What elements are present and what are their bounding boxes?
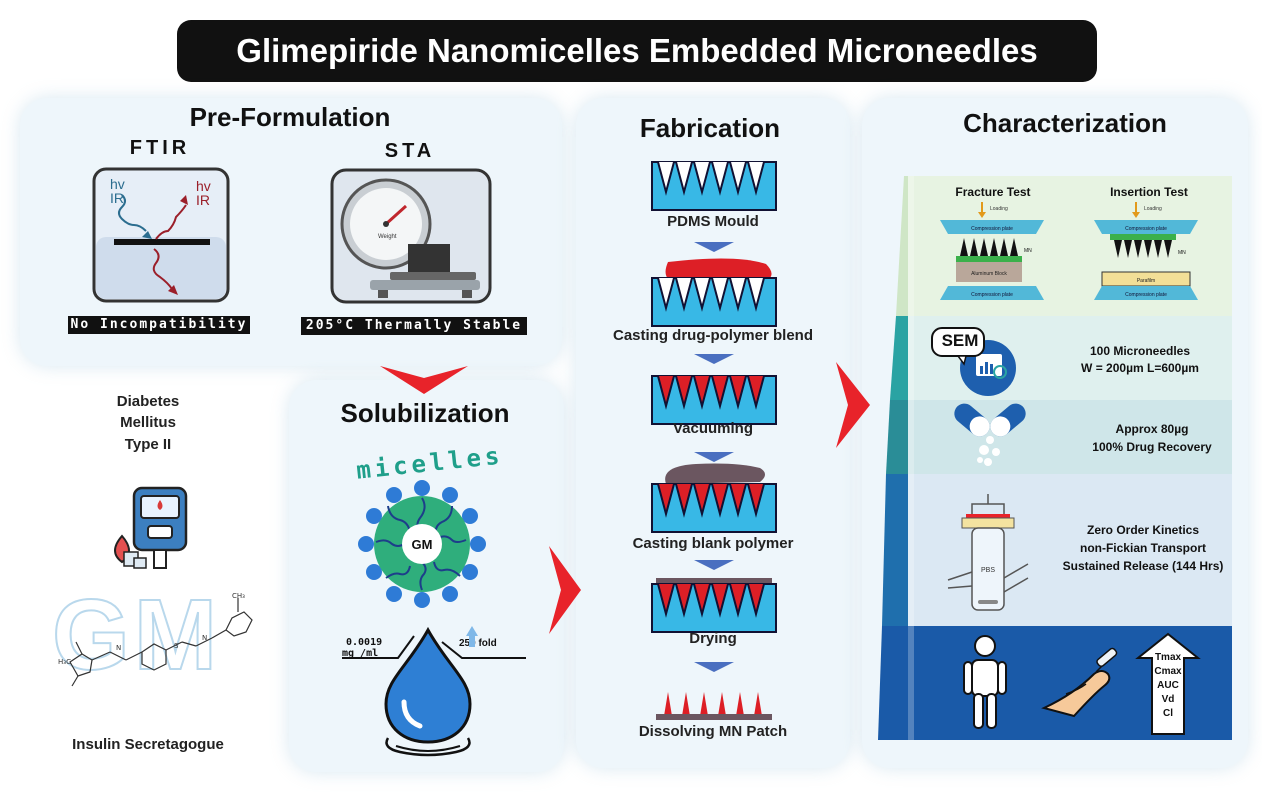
svg-text:CH₃: CH₃ — [232, 592, 245, 600]
svg-text:N: N — [116, 644, 121, 652]
micelle-core-label: GM — [412, 537, 433, 552]
ftir-hv-left: hv — [110, 176, 125, 192]
disease-line-2: Mellitus — [120, 414, 176, 431]
page-title: Glimepiride Nanomicelles Embedded Micron… — [177, 20, 1097, 82]
red-arrow-right-2 — [836, 362, 870, 448]
sta-result-badge: 205°C Thermally Stable — [301, 317, 527, 335]
ftir-label: FTIR — [129, 137, 191, 159]
arm-icon — [1041, 647, 1118, 718]
fab-step-1: PDMS Mould — [667, 213, 759, 230]
fracture-test-title: Fracture Test — [955, 185, 1031, 199]
franz-cell-icon: PBS — [947, 494, 1029, 611]
glucometer-icon — [114, 486, 188, 569]
preformulation-heading: Pre-Formulation — [189, 102, 391, 132]
sta-label: STA — [384, 140, 436, 162]
svg-text:H₃C: H₃C — [58, 658, 71, 666]
drug-line-2: 100% Drug Recovery — [1092, 440, 1212, 454]
fracture-bottom-plate: Compression plate — [971, 292, 1013, 298]
fracture-top-plate: Compression plate — [971, 226, 1013, 232]
sem-label: SEM — [941, 331, 979, 350]
red-arrow-down — [380, 366, 468, 394]
disease-line-3: Type II — [124, 436, 172, 453]
fracture-block-label: Aluminum Block — [971, 271, 1007, 277]
droplet-icon — [342, 626, 526, 757]
insertion-bottom-plate: Compression plate — [1125, 292, 1167, 298]
sem-icon — [931, 327, 1016, 396]
insertion-test-title: Insertion Test — [1110, 185, 1188, 199]
fab-step-4: Casting blank polymer — [632, 535, 794, 552]
fab-step-5: Drying — [689, 630, 737, 647]
capsule-icon — [954, 403, 1026, 466]
insertion-test-diagram: Loading Compression plate MN Parafilm Co… — [1094, 202, 1198, 300]
insertion-loading-label: Loading — [1144, 206, 1162, 212]
fracture-test-diagram: Loading Compression plate MN Aluminum Bl… — [940, 202, 1044, 300]
release-line-2: non-Fickian Transport — [1079, 541, 1206, 555]
release-line-3: Sustained Release (144 Hrs) — [1062, 559, 1224, 573]
ftir-ir-right: IR — [196, 192, 210, 208]
red-arrow-right-1 — [549, 546, 581, 634]
ftir-result-badge: No Incompatibility — [68, 316, 250, 334]
scale-icon: Weight — [330, 168, 492, 304]
insertion-top-plate: Compression plate — [1125, 226, 1167, 232]
fab-step-6: Dissolving MN Patch — [638, 723, 788, 740]
insertion-block-label: Parafilm — [1137, 278, 1155, 284]
ftir-hv-right: hv — [196, 178, 211, 194]
micelle-icon: GM — [358, 480, 486, 608]
gm-logo: GM — [51, 579, 222, 691]
solubility-value-2: mg /ml — [342, 648, 379, 659]
sem-line-2: W = 200µm L=600µm — [1081, 361, 1199, 375]
insertion-mn-label: MN — [1178, 250, 1186, 256]
fabrication-heading: Fabrication — [639, 113, 781, 143]
pk-param-5: Cl — [1163, 708, 1173, 719]
svg-text:S: S — [174, 642, 179, 650]
fabrication-diagram — [651, 161, 777, 720]
fold-increase-label: 250 fold — [459, 638, 497, 649]
ftir-ir-left: IR — [110, 190, 124, 206]
sem-line-1: 100 Microneedles — [1089, 344, 1191, 358]
molecule-icon: H₃C N S N CH₃ — [58, 592, 253, 687]
release-line-1: Zero Order Kinetics — [1086, 523, 1200, 537]
scale-gauge-text: Weight — [378, 234, 397, 240]
characterization-heading: Characterization — [963, 108, 1167, 138]
fracture-mn-label: MN — [1024, 248, 1032, 254]
ftir-icon: hv IR hv IR — [92, 167, 230, 303]
fracture-loading-label: Loading — [990, 206, 1008, 212]
pk-param-3: AUC — [1157, 680, 1179, 691]
insulin-caption: Insulin Secretagogue — [72, 736, 224, 753]
fab-step-2: Casting drug-polymer blend — [612, 327, 813, 344]
pk-param-1: Tmax — [1154, 652, 1182, 663]
svg-text:N: N — [202, 634, 207, 642]
pk-param-2: Cmax — [1154, 666, 1182, 677]
fab-step-3: Vacuuming — [672, 420, 754, 437]
pk-arrow-icon — [1135, 632, 1201, 735]
solubilization-heading: Solubilization — [340, 398, 510, 428]
disease-line-1: Diabetes — [116, 393, 180, 410]
human-icon — [963, 635, 1007, 729]
pk-param-4: Vd — [1161, 694, 1175, 705]
solubility-value-1: 0.0019 — [346, 637, 383, 648]
franz-pbs-label: PBS — [981, 567, 995, 574]
drug-line-1: Approx 80µg — [1115, 422, 1189, 436]
